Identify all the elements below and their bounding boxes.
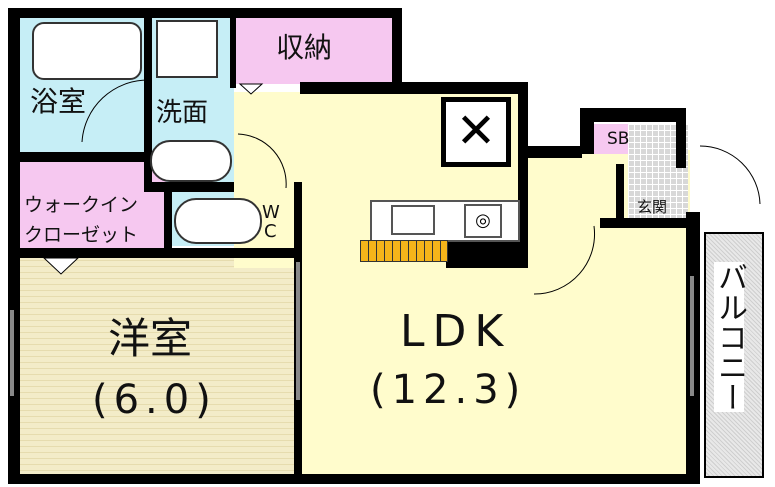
walkin-closet-label-1: ウォークイン xyxy=(24,194,139,216)
bath-door-arc xyxy=(81,79,149,143)
entrance-door-arc xyxy=(699,145,761,205)
closet-door-marker xyxy=(42,257,80,275)
wall xyxy=(18,248,300,258)
wall xyxy=(616,164,624,224)
toilet-label-c: C xyxy=(264,221,277,242)
shoe-box-label: SB xyxy=(607,129,630,149)
wall xyxy=(144,16,152,186)
wall xyxy=(144,182,234,192)
storage-label: 収納 xyxy=(276,31,333,64)
wall xyxy=(526,146,582,158)
washroom-label: 洗面 xyxy=(156,98,209,128)
storage-door-marker xyxy=(238,83,264,95)
western-room-label: 洋室 xyxy=(108,314,193,363)
western-room xyxy=(18,258,300,476)
wall xyxy=(600,218,690,228)
wall xyxy=(392,8,402,94)
toilet-label-w: W xyxy=(262,202,280,223)
bath-label: 浴室 xyxy=(30,85,87,118)
wall xyxy=(18,152,148,162)
wall xyxy=(580,108,594,154)
walk-in-closet xyxy=(18,162,166,250)
ventilation-fan-icon: ✕ xyxy=(441,97,511,167)
washing-machine xyxy=(156,20,218,78)
wall xyxy=(8,8,400,18)
wall xyxy=(230,16,236,88)
wall xyxy=(676,108,686,168)
wall xyxy=(518,82,528,268)
wall xyxy=(164,186,172,250)
wash-basin xyxy=(150,140,232,182)
wall xyxy=(8,474,700,484)
storage xyxy=(234,16,394,84)
wall xyxy=(300,82,526,94)
toilet-door-arc xyxy=(237,133,287,189)
balcony-label: バルコニー xyxy=(712,262,747,412)
bathtub xyxy=(32,22,142,80)
ldk-door-arc xyxy=(533,225,596,295)
stairs xyxy=(360,240,448,262)
wall xyxy=(446,242,526,268)
wall xyxy=(580,108,682,122)
stove-icon: ◎ xyxy=(464,204,502,238)
sink xyxy=(391,205,435,235)
ldk-label: LDK xyxy=(400,306,512,357)
toilet-bowl xyxy=(174,198,262,244)
western-room-size: (6.0) xyxy=(92,377,217,423)
entrance-label: 玄関 xyxy=(637,198,668,216)
walkin-closet-label-2: クローゼット xyxy=(24,224,139,246)
ldk-size: (12.3) xyxy=(370,367,527,413)
